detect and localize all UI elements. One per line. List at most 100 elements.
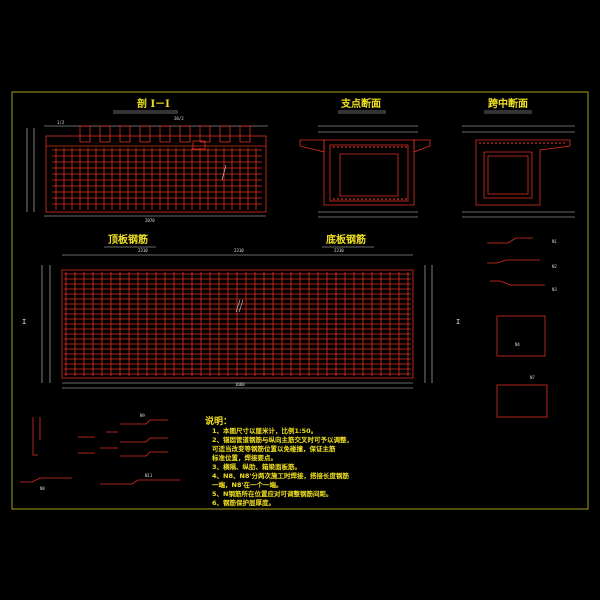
support-section-title: 支点断面 [340,97,381,110]
box-inner [339,153,399,197]
rebar-dot [333,146,335,148]
rebar-dot [515,142,517,144]
rebar-dot [487,142,489,144]
rebar-dot [389,146,391,148]
rebar-dot [345,146,347,148]
sec-dim-bottom: 2070 [145,218,155,223]
rebar-dot [349,146,351,148]
plan-left-I: I [22,318,26,326]
rebar-dot [333,198,335,200]
rebar-dot [353,146,355,148]
rebar-dot [401,146,403,148]
rebar-dot [539,142,541,144]
rebar-dot [381,146,383,148]
rebar-dot [523,142,525,144]
note-line-9: 6、钢筋保护层厚度。 [212,498,275,507]
notes-block: 说明： 1、本图尺寸以厘米计，比例1:50。 2、锚固管道钢筋与纵向主筋交叉时可… [205,415,353,507]
detail-N9: N9 [140,413,145,418]
plan-outline [61,269,414,379]
rebar-dot [503,142,505,144]
notes-heading: 说明： [205,415,232,427]
break-line [235,299,241,313]
rebar-dot [535,142,537,144]
plan-dim-bottom: 1660 [235,382,245,387]
box-outline [323,139,415,206]
midspan-section-title: 跨中断面 [488,97,528,110]
rebar-dot [547,142,549,144]
note-line-7: 一端，N8'在一个一端。 [212,480,282,489]
rebar-dot [377,198,379,200]
drawing-frame [11,91,589,510]
rebar-dot [337,198,339,200]
top-notch [99,125,111,143]
detail-N1: N1 [552,239,557,244]
top-notch [179,125,191,143]
break-line [238,299,244,313]
top-notch [119,125,131,143]
plan-right-I: I [456,318,460,326]
rebar-dot [357,146,359,148]
section-1-1-title: 剖 Ⅰ－Ⅰ [137,97,170,110]
section-1-1-view: 剖 Ⅰ－Ⅰ 1/2 20/2 2070 [26,97,268,223]
rebar-dot [337,146,339,148]
rebar-dot [563,142,565,144]
plan-dim-top-right: 2310 [334,248,344,253]
sec-dim-top-mid: 20/2 [174,116,184,121]
rebar-dot [483,142,485,144]
block [192,140,206,150]
top-notch [159,125,171,143]
top-notch [139,125,151,143]
cantilever-right [413,139,431,153]
rebar-dot [385,198,387,200]
rebar-dot [349,198,351,200]
note-line-1: 1、本图尺寸以厘米计，比例1:50。 [212,426,317,435]
rebar-dot [495,142,497,144]
rebar-cage [487,155,529,195]
bottom-left-rebar-details: N8 N9 N11 [20,413,180,491]
rebar-dot [361,198,363,200]
top-notch [199,125,211,143]
box-outline [475,139,571,206]
rebar-dot [341,198,343,200]
support-section-view: 支点断面 [299,97,431,218]
note-line-6: 4、N8、N8'分两次施工时焊接，搭接长度钢筋 [212,471,349,480]
rebar-dot [365,146,367,148]
rebar-dot [369,198,371,200]
rebar-dot [527,142,529,144]
rebar-dot [361,146,363,148]
note-line-8: 5、N钢筋所在位置应对可调整钢筋间距。 [212,489,332,498]
detail-N11: N11 [145,473,153,478]
note-line-3: 可适当改变等钢筋位置以免碰撞，保证主筋 [212,444,336,453]
rebar-dot [531,142,533,144]
rebar-dot [381,198,383,200]
rebar-dot [507,142,509,144]
rebar-dot [551,142,553,144]
rebar-dot [511,142,513,144]
rebar-dot [353,198,355,200]
detail-N8: N8 [40,486,45,491]
right-rebar-details: N1 N2 N3 N4 N7 [487,237,557,418]
rebar-dot [341,146,343,148]
detail-N2: N2 [552,264,557,269]
rebar-dot [389,198,391,200]
cantilever-left [299,139,325,153]
top-notch [219,125,231,143]
rebar-dot [519,142,521,144]
rebar-dot [385,146,387,148]
rebar-dot [543,142,545,144]
top-slab-title: 顶板钢筋 [108,233,148,246]
note-line-4: 标准位置，焊接要点。 [211,453,277,462]
plan-dim-top-mid: 2310 [234,248,244,253]
note-line-2: 2、锚固管道钢筋与纵向主筋交叉时可予以调整， [212,435,353,444]
sec-dim-top-left: 1/2 [57,120,65,125]
rebar-dot [357,198,359,200]
rebar-dot [373,146,375,148]
rebar-dot [491,142,493,144]
plan-view: 顶板钢筋 底板钢筋 2310 2310 2310 1660 I I [22,233,460,389]
rebar-dot [365,198,367,200]
rebar-dot [401,198,403,200]
rebar-dot [373,198,375,200]
top-notch [79,125,91,143]
box-inner [483,151,533,199]
